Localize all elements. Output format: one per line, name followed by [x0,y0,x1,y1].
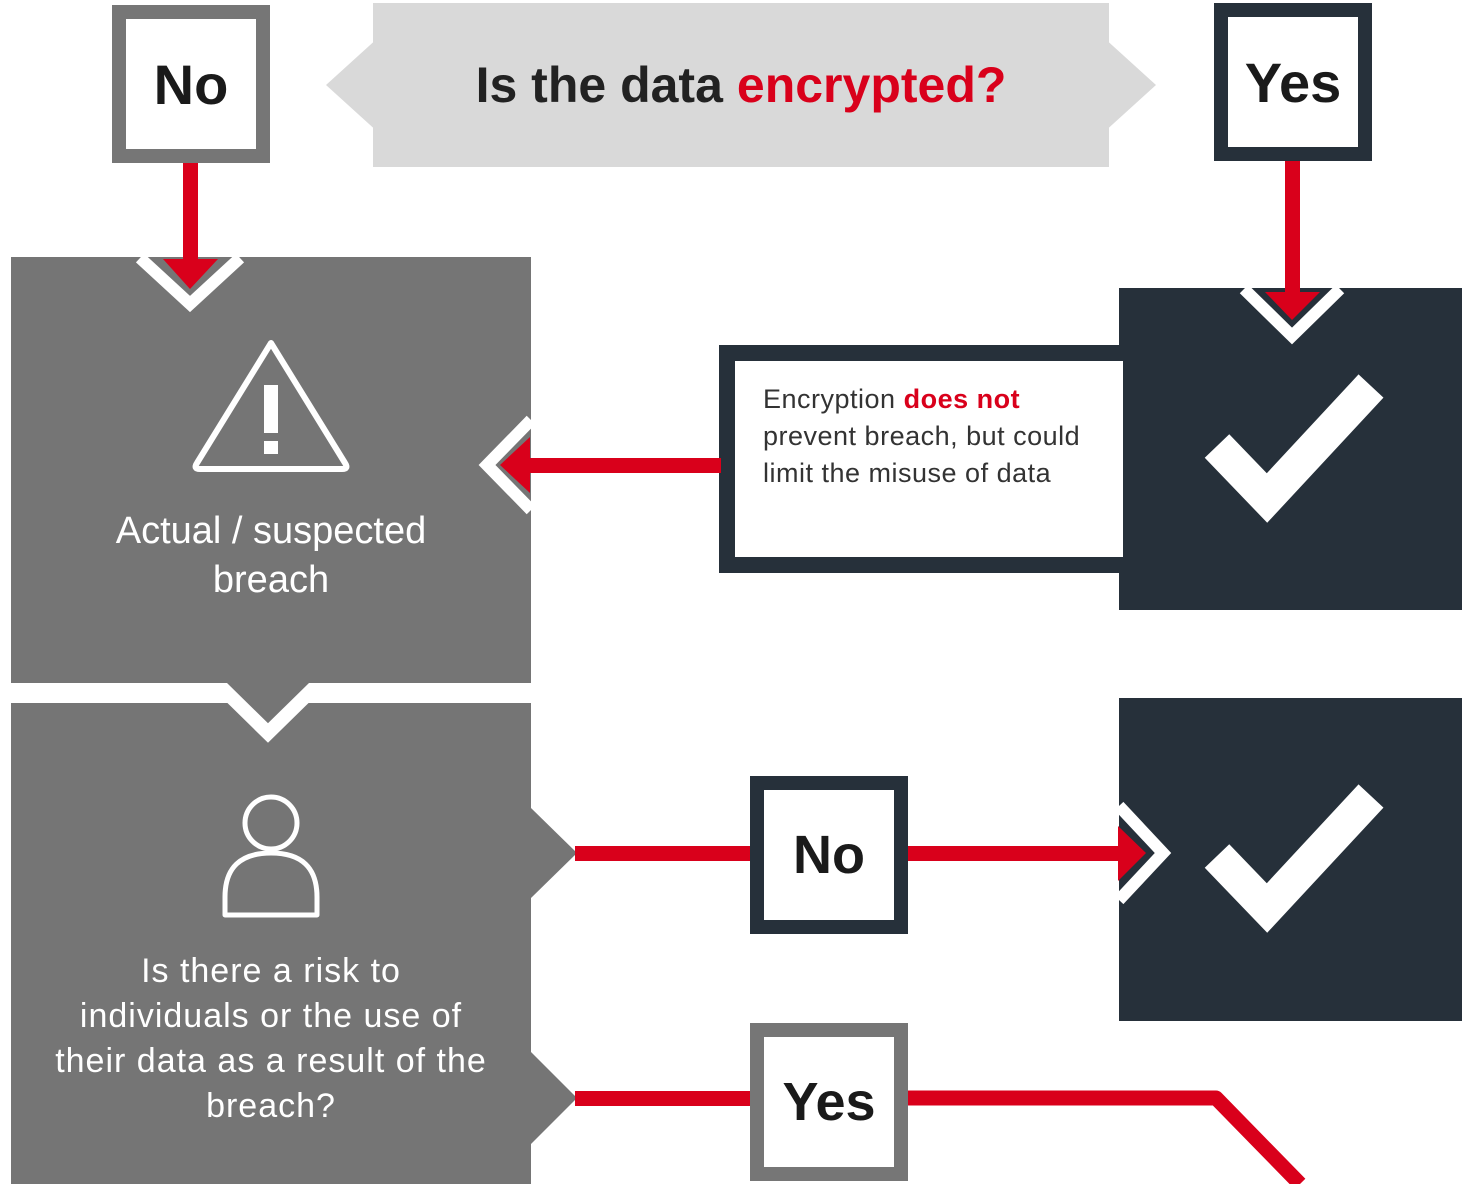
encryption-note-prefix: Encryption [763,384,896,414]
risk-no-label: No [793,825,865,885]
arrowhead-left-breach [500,437,530,493]
encryption-note: Encryption does not prevent breach, but … [719,345,1139,573]
checkmark-icon [1204,374,1384,523]
check-panel-bottom [1119,698,1462,1021]
question-prefix: Is the data [475,57,723,113]
risk-yes-box: Yes [750,1023,908,1181]
connector-risk-to-yes [575,1091,755,1106]
breach-panel: Actual / suspected breach [11,257,531,683]
risk-question: Is there a risk to individuals or the us… [55,952,487,1125]
risk-panel: Is there a risk to individuals or the us… [11,703,531,1184]
arrowhead-right-check [1118,826,1146,881]
arrowhead-down-check [1265,292,1320,320]
question-banner: Is the data encrypted? [326,3,1156,167]
top-yes-label: Yes [1244,50,1342,114]
encryption-note-rest: prevent breach, but could limit the misu… [763,421,1081,488]
pointer-risk-no [531,808,577,898]
connector-yes-onward [905,1090,1306,1184]
top-yes-box: Yes [1214,3,1372,161]
breach-label-line2: breach [212,559,330,601]
risk-yes-label: Yes [782,1072,876,1132]
pointer-risk-yes [531,1052,577,1144]
encryption-note-highlight: does not [903,384,1021,414]
notch-check-top [1239,284,1345,345]
arrowhead-down-breach [163,259,218,289]
warning-icon [192,340,350,472]
breach-label-line1: Actual / suspected [115,510,427,552]
top-no-box: No [112,5,270,163]
person-icon [222,794,320,918]
notch-breach-top [135,253,245,313]
connector-note-to-breach [525,458,721,473]
question-highlight: encrypted? [736,57,1007,113]
checkmark-icon [1204,784,1384,933]
notch-check-bottom [1114,801,1172,905]
connector-risk-to-no [575,846,755,861]
top-no-label: No [153,52,229,116]
notch-breach-right [478,415,536,515]
connector-yes-to-check [1285,161,1300,293]
connector-no-to-breach [183,163,198,263]
flow-notch-breach-to-risk [217,683,319,743]
risk-no-box: No [750,776,908,934]
connector-no-to-check [905,846,1119,861]
